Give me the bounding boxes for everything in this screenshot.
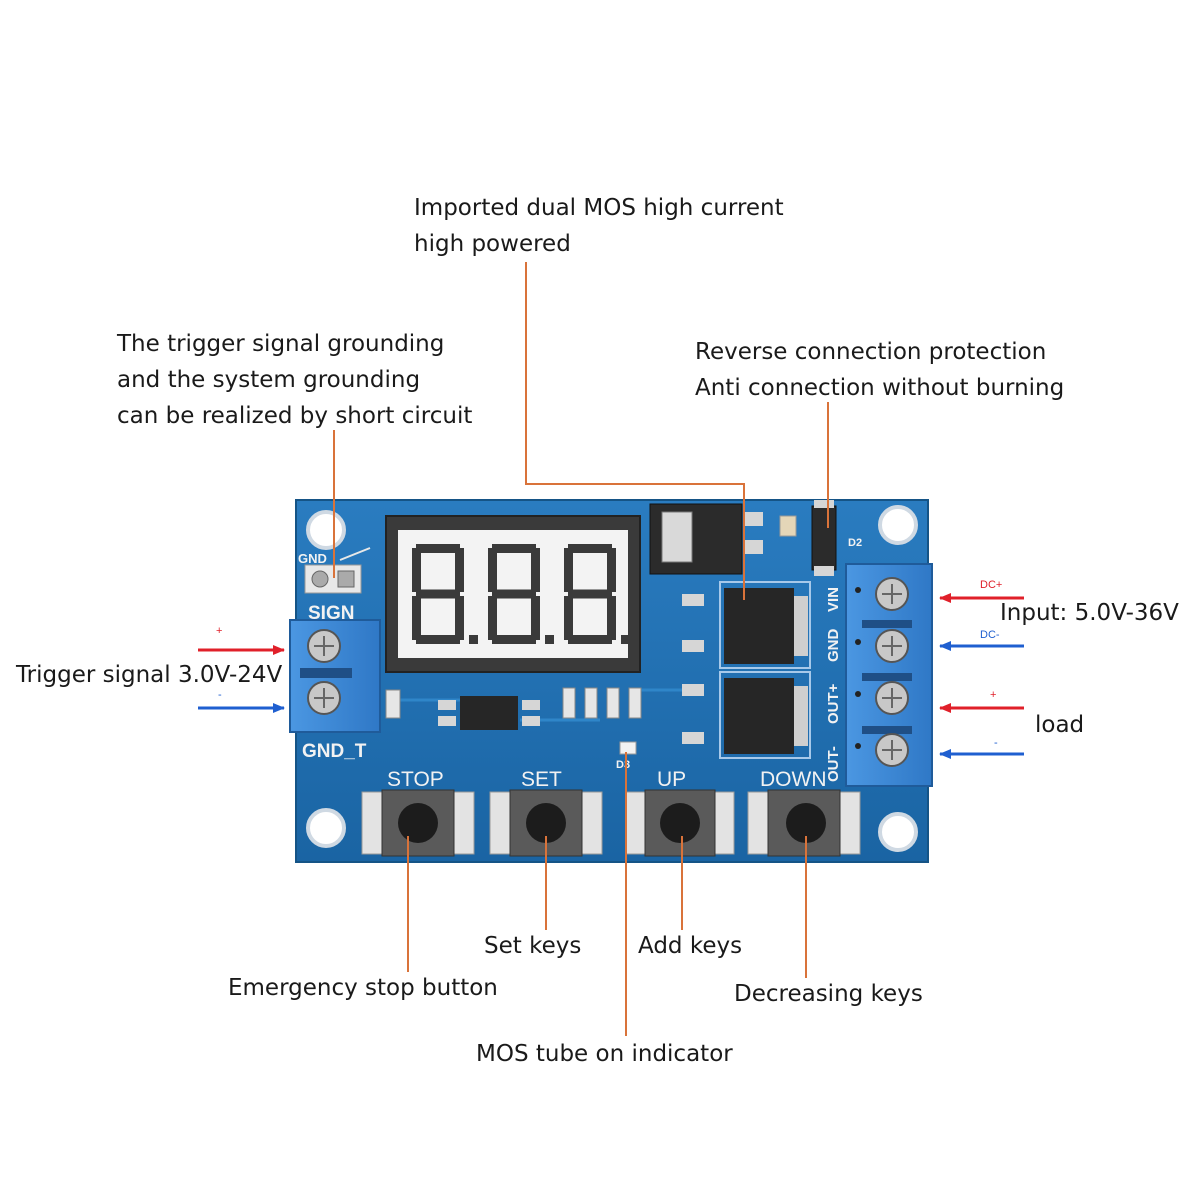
callout-emergency-stop: Emergency stop button	[228, 975, 498, 1001]
callout-reverse: Reverse connection protection Anti conne…	[695, 334, 1064, 406]
protection-diode: D2	[811, 500, 862, 576]
mounting-hole-tr	[878, 505, 918, 545]
display-segment	[416, 589, 460, 599]
callout-grounding-line-3: can be realized by short circuit	[117, 403, 473, 429]
callout-mos-line-2: high powered	[414, 231, 571, 257]
callout-grounding: The trigger signal grounding and the sys…	[117, 326, 472, 434]
display-decimal-point	[621, 635, 630, 644]
display-segment	[568, 589, 612, 599]
silk-gnd-right: GND	[825, 629, 842, 663]
callout-grounding-line-1: The trigger signal grounding	[117, 331, 445, 357]
power-terminal-block: VIN GND OUT+ OUT-	[825, 563, 933, 787]
silk-indicator: D3	[616, 759, 630, 771]
stop-button-label: STOP	[387, 768, 444, 791]
arrow-label-minus-left: -	[218, 689, 222, 701]
signal-arrows	[198, 593, 1024, 759]
arrow-label-plus-left: +	[216, 625, 222, 637]
arrow-labels: + - DC+ DC- + -	[216, 579, 1002, 749]
display-segment	[564, 596, 573, 640]
display-segment	[488, 548, 497, 592]
display-segment	[416, 544, 460, 553]
label-input-voltage: Input: 5.0V-36V	[1000, 600, 1179, 626]
callout-grounding-line-2: and the system grounding	[117, 367, 421, 393]
mounting-hole-br	[878, 812, 918, 852]
arrow-label-dc-minus: DC-	[980, 629, 1000, 641]
silk-sign: SIGN	[308, 603, 354, 624]
display-segment	[568, 544, 612, 553]
down-button-label: DOWN	[760, 768, 827, 791]
label-load: load	[1035, 712, 1085, 738]
mounting-hole-tl	[306, 510, 346, 550]
callout-add-keys: Add keys	[638, 933, 743, 959]
display-segment	[564, 548, 573, 592]
display-segment	[416, 635, 460, 644]
display-segment	[531, 596, 540, 640]
ground-jumper: GND	[298, 547, 371, 594]
silk-out-plus: OUT+	[825, 683, 842, 724]
leader-mos	[525, 262, 745, 600]
up-button-label: UP	[657, 768, 686, 791]
terminal-screw-gnd	[875, 629, 909, 663]
display-segment	[412, 548, 421, 592]
mosfet-upper	[682, 581, 811, 669]
display-segment	[488, 596, 497, 640]
mosfet-lower	[682, 671, 811, 759]
silk-gnd: GND	[298, 551, 327, 566]
mounting-hole-bl	[306, 808, 346, 848]
display-segment	[455, 596, 464, 640]
display-segment	[531, 548, 540, 592]
leader-lines	[333, 262, 829, 1036]
display-segment	[492, 544, 536, 553]
terminal-screw-out-minus	[875, 733, 909, 767]
seven-segment-display	[385, 515, 641, 673]
terminal-screw-out-plus	[875, 681, 909, 715]
arrow-label-plus-right: +	[990, 689, 996, 701]
display-segment	[607, 596, 616, 640]
display-segment	[568, 635, 612, 644]
display-segment	[455, 548, 464, 592]
callout-mos-indicator: MOS tube on indicator	[476, 1041, 733, 1067]
display-segment	[492, 635, 536, 644]
silk-d2: D2	[848, 537, 862, 549]
display-segment	[412, 596, 421, 640]
callout-reverse-line-2: Anti connection without burning	[695, 375, 1065, 401]
callout-decreasing-keys: Decreasing keys	[734, 981, 923, 1007]
voltage-regulator	[649, 503, 797, 575]
arrow-label-dc-plus: DC+	[980, 579, 1002, 591]
display-decimal-point	[469, 635, 478, 644]
up-button[interactable]: UP	[625, 768, 735, 857]
callout-mos-line-1: Imported dual MOS high current	[414, 195, 784, 221]
terminal-screw-vin	[875, 577, 909, 611]
arrow-label-minus-right: -	[994, 737, 998, 749]
silk-gnd-t: GND_T	[302, 741, 367, 762]
callout-mos: Imported dual MOS high current high powe…	[414, 190, 784, 262]
label-trigger-signal: Trigger signal 3.0V-24V	[16, 662, 283, 688]
display-segment	[492, 589, 536, 599]
trigger-terminal-block: SIGN GND_T	[289, 603, 381, 762]
set-button-label: SET	[521, 768, 562, 791]
callout-reverse-line-1: Reverse connection protection	[695, 339, 1047, 365]
set-button[interactable]: SET	[489, 768, 603, 857]
optocoupler	[438, 696, 540, 730]
display-decimal-point	[545, 635, 554, 644]
callout-set-keys: Set keys	[484, 933, 582, 959]
down-button[interactable]: DOWN	[747, 768, 861, 857]
display-segment	[607, 548, 616, 592]
smd-resistors	[385, 687, 642, 719]
stop-button[interactable]: STOP	[361, 768, 475, 857]
silk-vin: VIN	[825, 587, 842, 612]
silk-out-minus: OUT-	[825, 746, 842, 782]
